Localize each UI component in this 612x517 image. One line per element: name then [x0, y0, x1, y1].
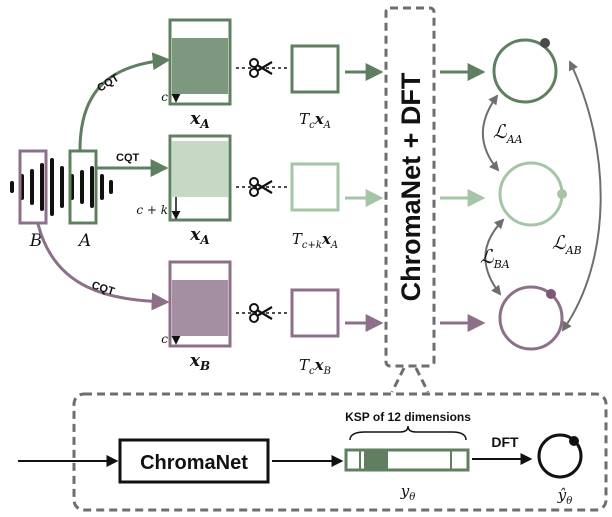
model-input-arrows [345, 63, 384, 332]
cqt-arrow-bottom [36, 223, 170, 311]
waveform: B A [10, 149, 113, 251]
ksp-output-label: yθ [400, 482, 416, 503]
final-output-circle [537, 433, 583, 479]
loss-arrows [481, 60, 602, 332]
phase-dot [546, 289, 556, 299]
spectrogram-a-shifted: c + k xA [136, 134, 232, 247]
ksp-brace [349, 425, 467, 441]
dft-label: DFT [491, 434, 519, 450]
output-circle-aa [492, 38, 558, 104]
segment-b-label: B [29, 231, 43, 251]
phase-dot [557, 189, 567, 199]
scissors-icon [249, 58, 273, 78]
waveform-bars [10, 158, 113, 216]
ksp-vector [344, 448, 470, 472]
crop-lines [236, 67, 290, 314]
spectrogram-b-shift: c [161, 332, 168, 346]
spectrogram-a-top: c xA [161, 18, 232, 131]
phase-dot [569, 436, 579, 446]
loss-label-aa: ℒAA [493, 121, 523, 146]
spectrogram-a-shifted-name: xA [189, 225, 209, 247]
final-output-label: ŷθ [557, 486, 573, 507]
ksp-vector-highlight [364, 451, 388, 469]
crop-box-bottom: TcxB [290, 288, 340, 377]
model-box: ChromaNet + DFT [384, 6, 436, 368]
spectrogram-b-name: xB [189, 351, 210, 373]
loss-label-ba: ℒBA [480, 246, 510, 271]
scissors-icon [249, 303, 273, 323]
phase-dot [540, 38, 550, 48]
loss-label-ab: ℒAB [552, 232, 582, 257]
spectrogram-a-top-shift: c [161, 90, 168, 104]
spectrogram-a-top-band [172, 38, 228, 94]
output-circle-b [498, 285, 564, 351]
scissors-icon [249, 177, 273, 197]
output-circle-shifted [498, 161, 567, 227]
spectrogram-a-shifted-band [172, 141, 228, 197]
detail-panel: ChromaNet KSP of 12 dimensions yθ DFT ŷθ [18, 392, 608, 512]
segment-b-box [18, 149, 48, 225]
spectrogram-a-shifted-shift: c + k [136, 203, 168, 217]
cqt-arrow-top [78, 52, 171, 151]
crop-label-top: TcxA [299, 110, 331, 131]
segment-a-label: A [77, 231, 91, 251]
segment-a-box [68, 149, 98, 225]
model-output-arrows [440, 63, 486, 332]
spectrogram-b: c xB [161, 260, 232, 373]
cqt-label-middle: CQT [116, 152, 140, 164]
cqt-label-top: CQT [95, 72, 121, 95]
crop-box-middle: Tc+kxA [290, 162, 340, 251]
spectrogram-a-top-name: xA [189, 109, 209, 131]
crop-box-top: TcxA [290, 44, 340, 131]
cqt-label-bottom: CQT [90, 279, 116, 298]
ksp-label: KSP of 12 dimensions [345, 410, 471, 424]
crop-label-bottom: TcxB [299, 356, 331, 377]
chromanet-block [118, 438, 270, 484]
crop-label-middle: Tc+kxA [292, 230, 338, 251]
zoom-connector [390, 367, 430, 393]
chromanet-label: ChromaNet [140, 452, 248, 474]
model-box-label: ChromaNet + DFT [396, 72, 426, 301]
spectrogram-b-band [172, 280, 228, 336]
